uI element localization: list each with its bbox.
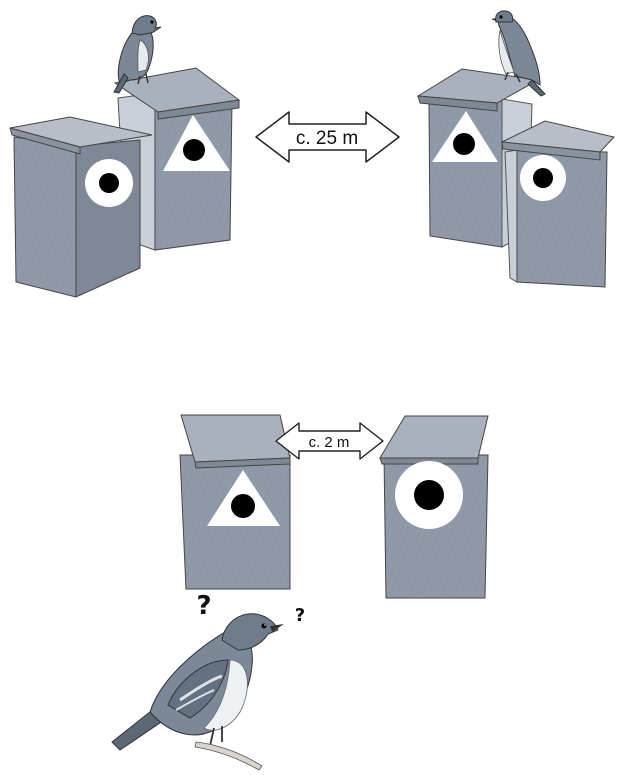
question-mark-left: ? [196, 591, 211, 621]
nest-box-circle-top-left [10, 117, 152, 297]
nest-box-circle-bottom [380, 416, 488, 598]
question-mark-right: ? [295, 605, 305, 626]
nest-box-triangle-bottom [180, 415, 290, 589]
entrance-hole [231, 494, 255, 518]
top-right-box-pair [418, 11, 614, 287]
distance-arrow-far: c. 25 m [256, 112, 399, 162]
distance-arrow-near: c. 2 m [276, 423, 383, 459]
confused-bird: ? ? [112, 591, 305, 770]
entrance-hole [533, 168, 553, 188]
distance-label-far: c. 25 m [296, 128, 358, 149]
entrance-hole [99, 173, 119, 193]
top-left-box-pair [10, 16, 239, 297]
entrance-hole [414, 480, 444, 510]
entrance-hole [453, 133, 475, 155]
nest-box-circle-top-right [502, 121, 614, 287]
entrance-hole [183, 139, 205, 161]
bottom-box-pair: c. 2 m [180, 415, 488, 598]
distance-label-near: c. 2 m [309, 434, 350, 451]
